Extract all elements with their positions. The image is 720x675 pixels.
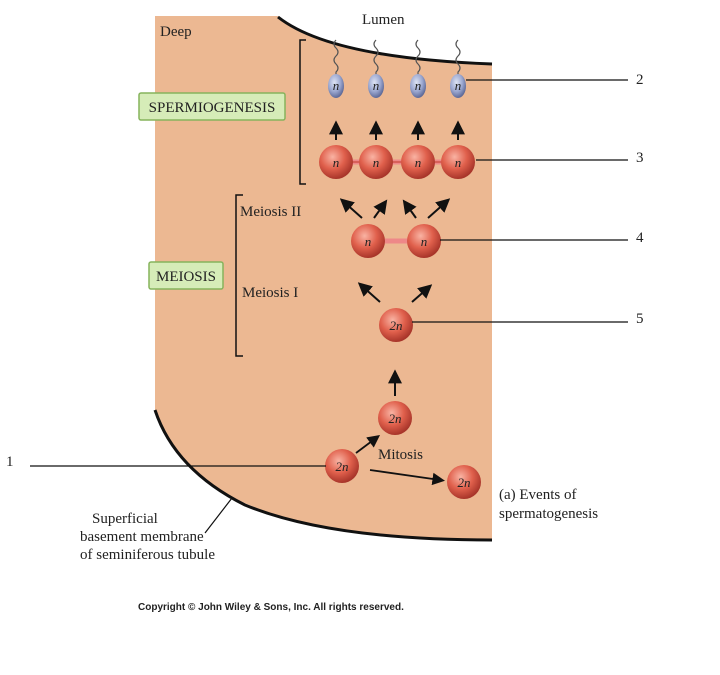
secondary-spermatocyte: n [351, 224, 385, 258]
spermatids-row: n n n n [319, 145, 475, 179]
svg-text:n: n [373, 78, 380, 93]
spermatogonium: 2n [325, 449, 359, 483]
meiosis-ii-arrows [339, 198, 451, 219]
svg-text:2n: 2n [390, 318, 403, 333]
caption-line2: spermatogenesis [499, 506, 598, 522]
mitosis-arrows [355, 434, 445, 486]
svg-text:n: n [365, 234, 372, 249]
spermatozoon: n [410, 39, 426, 98]
svg-text:n: n [455, 155, 462, 170]
spermatozoon: n [328, 39, 344, 98]
meiosis-ii-label: Meiosis II [240, 204, 301, 220]
copyright-notice: Copyright © John Wiley & Sons, Inc. All … [138, 602, 404, 613]
mitosis-label: Mitosis [378, 447, 423, 463]
meiosis-i-arrows [357, 282, 433, 303]
basement-leader [204, 497, 233, 534]
svg-text:n: n [415, 78, 422, 93]
callout-5: 5 [636, 311, 644, 327]
svg-text:n: n [333, 78, 340, 93]
lumen-border [277, 15, 493, 66]
callout-2: 2 [636, 72, 644, 88]
svg-text:2n: 2n [458, 475, 471, 490]
lumen-label: Lumen [362, 12, 405, 28]
spermatid: n [359, 145, 393, 179]
caption-line1: (a) Events of [499, 487, 576, 503]
spermatozoon: n [450, 39, 466, 98]
daughter-spermatogonium: 2n [447, 465, 481, 499]
meiosis-label: MEIOSIS [156, 269, 216, 285]
svg-text:n: n [455, 78, 462, 93]
meiosis-box: MEIOSIS [148, 261, 224, 290]
meiosis-i-label: Meiosis I [242, 285, 298, 301]
meiosis-bracket [235, 194, 243, 357]
spermatid: n [401, 145, 435, 179]
callout-1: 1 [6, 454, 14, 470]
basement-label-line2: basement membrane [80, 529, 204, 545]
primary-spermatocyte-precursor: 2n [378, 401, 412, 435]
spermiogenesis-arrows [329, 120, 465, 140]
callout-4: 4 [636, 230, 644, 246]
spermiogenesis-box: SPERMIOGENESIS [138, 92, 286, 121]
spermiogenesis-label: SPERMIOGENESIS [149, 100, 276, 116]
deep-label: Deep [160, 24, 192, 40]
basement-membrane [153, 409, 493, 542]
spermatid: n [441, 145, 475, 179]
svg-text:n: n [421, 234, 428, 249]
svg-text:2n: 2n [389, 411, 402, 426]
svg-text:n: n [415, 155, 422, 170]
spermiogenesis-bracket [299, 39, 306, 185]
spermatid: n [319, 145, 353, 179]
svg-text:n: n [333, 155, 340, 170]
secondary-spermatocytes: n n [351, 224, 441, 258]
basement-label-line3: of seminiferous tubule [80, 547, 215, 563]
spermatozoa-row: n n n n [328, 39, 466, 98]
basement-label-line1: Superficial [92, 511, 158, 527]
leader-lines [30, 79, 628, 467]
svg-text:2n: 2n [336, 459, 349, 474]
callout-3: 3 [636, 150, 644, 166]
secondary-spermatocyte: n [407, 224, 441, 258]
spermatozoon: n [368, 39, 384, 98]
svg-text:n: n [373, 155, 380, 170]
primary-spermatocyte: 2n [379, 308, 413, 342]
